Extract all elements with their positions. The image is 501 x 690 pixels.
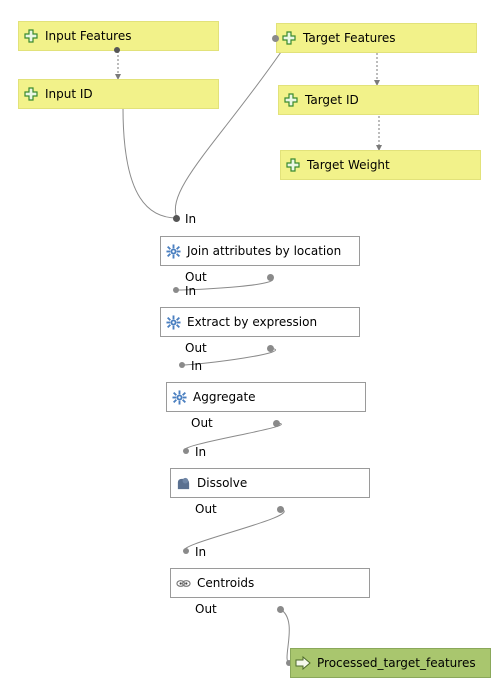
algorithm-node-label: Dissolve [197,476,248,490]
wire-input-id-to-join [122,107,178,219]
plus-icon [23,86,39,102]
out-port-label: Out [195,502,217,516]
in-port-label: In [195,445,207,459]
in-port-label: In [185,284,197,298]
output-arrow-icon [295,655,311,671]
algorithm-node-join-attributes[interactable]: Join attributes by location [160,236,360,266]
gear-icon [171,389,187,405]
in-port-label: In [195,545,207,559]
output-node-processed-target-features[interactable]: Processed_target_features [290,648,491,678]
algorithm-node-label: Extract by expression [187,315,318,329]
output-port-aggregate[interactable] [273,420,280,427]
input-node-input-features[interactable]: Input Features [18,21,219,51]
input-port-join[interactable] [173,215,180,222]
input-node-target-weight[interactable]: Target Weight [280,150,481,180]
input-port-centroids[interactable] [183,548,189,554]
algorithm-node-extract-by-expression[interactable]: Extract by expression [160,307,360,337]
plus-icon [283,92,299,108]
output-port-input-features[interactable] [114,47,120,53]
algorithm-node-centroids[interactable]: Centroids [170,568,370,598]
input-node-target-features[interactable]: Target Features [276,23,477,53]
input-node-label: Input ID [45,87,93,101]
output-port-centroids[interactable] [277,606,284,613]
gear-icon [165,314,181,330]
wire-target-to-join [174,51,282,219]
output-port-join[interactable] [267,274,274,281]
input-port-output[interactable] [286,660,292,666]
out-port-label: Out [195,602,217,616]
input-node-label: Target Weight [307,158,390,172]
input-node-target-id[interactable]: Target ID [278,85,479,115]
centroids-icon [175,575,191,591]
plus-icon [281,30,297,46]
output-port-target-features[interactable] [272,35,279,42]
wire-centroids-to-output [279,608,291,664]
output-port-extract[interactable] [267,345,274,352]
output-port-dissolve[interactable] [277,506,284,513]
plus-icon [23,28,39,44]
plus-icon [285,157,301,173]
input-node-label: Target Features [303,31,396,45]
gear-icon [165,243,181,259]
input-node-label: Input Features [45,29,132,43]
out-port-label: Out [185,270,207,284]
in-port-label: In [191,359,203,373]
algorithm-node-label: Join attributes by location [187,244,342,258]
out-port-label: Out [191,416,213,430]
in-port-label: In [185,212,197,226]
algorithm-node-aggregate[interactable]: Aggregate [166,382,366,412]
input-port-extract[interactable] [173,287,179,293]
input-port-dissolve[interactable] [183,448,189,454]
algorithm-node-label: Aggregate [193,390,256,404]
out-port-label: Out [185,341,207,355]
algorithm-node-dissolve[interactable]: Dissolve [170,468,370,498]
input-node-input-id[interactable]: Input ID [18,79,219,109]
dissolve-icon [175,475,191,491]
algorithm-node-label: Centroids [197,576,255,590]
input-port-aggregate[interactable] [179,362,185,368]
input-node-label: Target ID [305,93,359,107]
output-node-label: Processed_target_features [317,656,476,670]
